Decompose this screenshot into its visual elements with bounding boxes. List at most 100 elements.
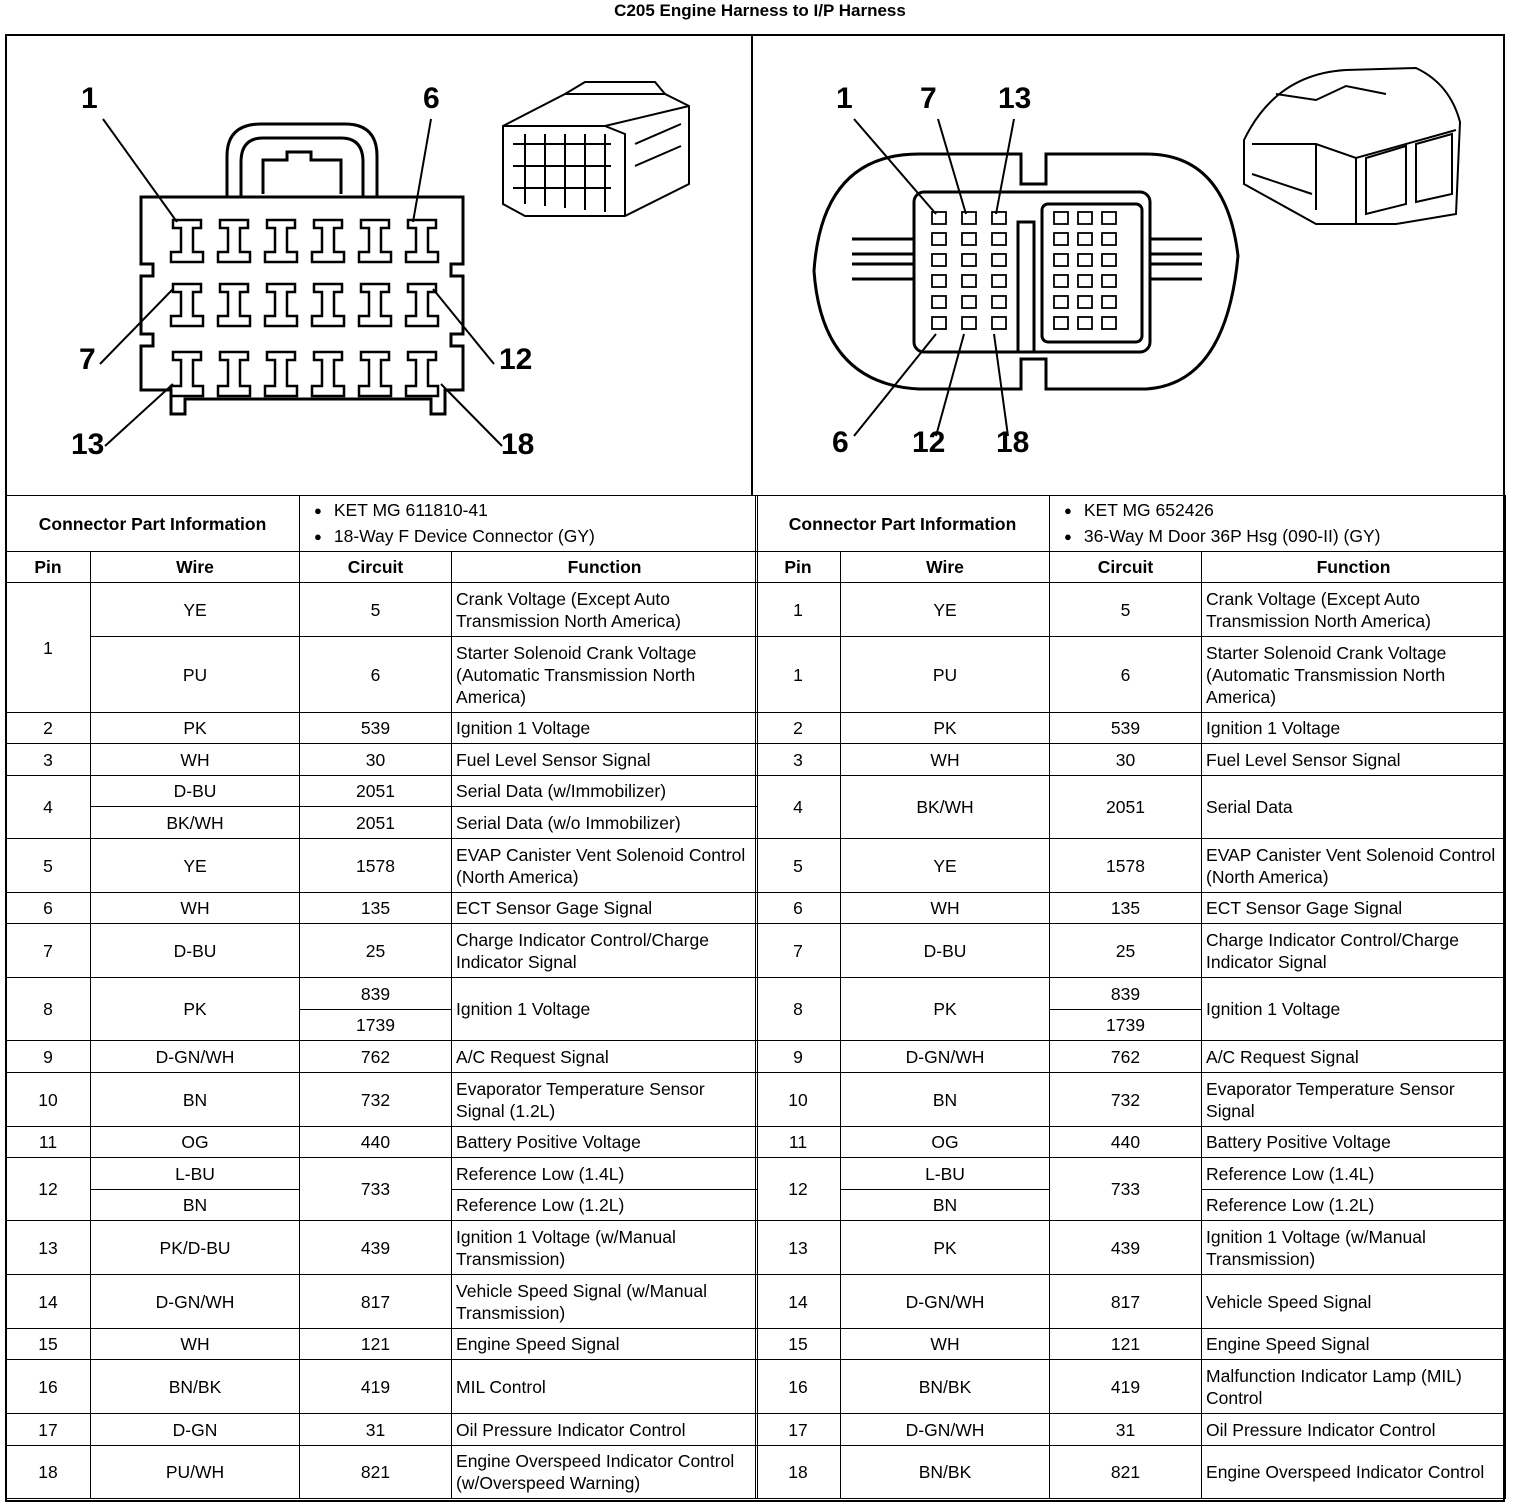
terminal-cavity bbox=[1053, 211, 1069, 225]
right-terminal-grid bbox=[931, 211, 1117, 330]
terminal-cavity bbox=[991, 316, 1007, 330]
terminal-cavity bbox=[216, 282, 252, 328]
function-cell: Malfunction Indicator Lamp (MIL) Control bbox=[1201, 1359, 1507, 1414]
circuit-cell: 439 bbox=[1049, 1220, 1203, 1275]
connector-part-info-label: Connector Part Information bbox=[754, 495, 1051, 552]
function-cell: Reference Low (1.2L) bbox=[1201, 1189, 1507, 1221]
circuit-cell: 419 bbox=[299, 1359, 453, 1414]
terminal-cavity bbox=[961, 211, 977, 225]
left-label-pin-7: 7 bbox=[79, 343, 96, 376]
pin-cell: 14 bbox=[5, 1274, 91, 1329]
wire-cell: BN bbox=[839, 1189, 1051, 1221]
table-row: 12 L-BU 733 Reference Low (1.4L) bbox=[5, 1157, 759, 1221]
terminal-cavity bbox=[169, 350, 205, 398]
wire-cell: WH bbox=[839, 1328, 1051, 1360]
function-cell: Engine Speed Signal bbox=[1201, 1328, 1507, 1360]
pin-cell: 14 bbox=[755, 1274, 841, 1329]
pin-cell: 15 bbox=[755, 1328, 841, 1360]
table-row: 7 D-BU 25 Charge Indicator Control/Charg… bbox=[5, 923, 759, 978]
function-cell: Fuel Level Sensor Signal bbox=[451, 743, 759, 776]
terminal-cavity bbox=[961, 232, 977, 246]
terminal-cavity bbox=[1077, 253, 1093, 267]
terminal-cavity bbox=[263, 218, 299, 264]
table-row: 5 YE 1578 EVAP Canister Vent Solenoid Co… bbox=[5, 838, 759, 893]
wire-cell: BN bbox=[89, 1189, 301, 1221]
circuit-cell: 821 bbox=[1049, 1445, 1203, 1499]
wire-cell: D-GN/WH bbox=[89, 1040, 301, 1073]
left-terminal-grid bbox=[169, 218, 440, 398]
figure-divider bbox=[751, 34, 753, 495]
terminal-cavity bbox=[1053, 253, 1069, 267]
terminal-cavity bbox=[1077, 211, 1093, 225]
function-cell: Serial Data bbox=[1201, 775, 1507, 839]
wire-cell: BN/BK bbox=[839, 1445, 1051, 1499]
terminal-cavity bbox=[357, 350, 393, 398]
table-row: 16 BN/BK 419 MIL Control bbox=[5, 1359, 759, 1414]
circuit-cell: 732 bbox=[1049, 1072, 1203, 1127]
terminal-cavity bbox=[931, 295, 947, 309]
terminal-cavity bbox=[404, 350, 440, 398]
circuit-cell: 839 bbox=[299, 977, 453, 1010]
function-cell: Serial Data (w/o Immobilizer) bbox=[451, 806, 759, 839]
pin-cell: 17 bbox=[755, 1413, 841, 1446]
header-pin: Pin bbox=[5, 551, 91, 583]
function-cell: Engine Overspeed Indicator Control (w/Ov… bbox=[451, 1445, 759, 1499]
left-connector-diagram: 1 6 7 12 13 18 bbox=[71, 81, 690, 461]
page-title: C205 Engine Harness to I/P Harness bbox=[614, 1, 906, 20]
function-cell: EVAP Canister Vent Solenoid Control (Nor… bbox=[451, 838, 759, 893]
left-label-pin-18: 18 bbox=[501, 428, 534, 461]
left-label-pin-13: 13 bbox=[71, 428, 104, 461]
header-pin: Pin bbox=[755, 551, 841, 583]
wire-cell: L-BU bbox=[839, 1157, 1051, 1190]
right-connector-iso-icon bbox=[1243, 66, 1462, 225]
wire-cell: D-GN/WH bbox=[839, 1274, 1051, 1329]
function-cell: Engine Overspeed Indicator Control bbox=[1201, 1445, 1507, 1499]
terminal-cavity bbox=[991, 253, 1007, 267]
right-label-pin-13: 13 bbox=[998, 82, 1031, 115]
function-cell: Engine Speed Signal bbox=[451, 1328, 759, 1360]
wire-cell: WH bbox=[89, 892, 301, 924]
wire-cell: WH bbox=[89, 743, 301, 776]
terminal-cavity bbox=[931, 232, 947, 246]
table-row: 8 PK 839 Ignition 1 Voltage bbox=[755, 977, 1507, 1041]
terminal-cavity bbox=[310, 218, 346, 264]
circuit-cell: 1739 bbox=[1049, 1009, 1203, 1041]
table-row: 6 WH 135 ECT Sensor Gage Signal bbox=[5, 892, 759, 924]
function-cell: A/C Request Signal bbox=[451, 1040, 759, 1073]
left-connector-iso-icon bbox=[502, 81, 690, 217]
pin-cell: 16 bbox=[755, 1359, 841, 1414]
table-row: 8 PK 839 Ignition 1 Voltage bbox=[5, 977, 759, 1041]
pin-cell: 3 bbox=[755, 743, 841, 776]
terminal-cavity bbox=[1101, 232, 1117, 246]
terminal-cavity bbox=[931, 316, 947, 330]
function-cell: Ignition 1 Voltage (w/Manual Transmissio… bbox=[451, 1220, 759, 1275]
table-row: 17 D-GN 31 Oil Pressure Indicator Contro… bbox=[5, 1413, 759, 1446]
circuit-cell: 135 bbox=[299, 892, 453, 924]
terminal-cavity bbox=[404, 218, 440, 264]
function-cell: Ignition 1 Voltage bbox=[1201, 977, 1507, 1041]
wire-cell: PU/WH bbox=[89, 1445, 301, 1499]
left-label-pin-6: 6 bbox=[423, 82, 440, 115]
wire-cell: L-BU bbox=[89, 1157, 301, 1190]
terminal-cavity bbox=[1101, 295, 1117, 309]
circuit-cell: 733 bbox=[1049, 1157, 1203, 1221]
right-label-pin-18: 18 bbox=[996, 426, 1029, 459]
terminal-cavity bbox=[1053, 274, 1069, 288]
terminal-cavity bbox=[310, 350, 346, 398]
circuit-cell: 25 bbox=[1049, 923, 1203, 978]
circuit-cell: 817 bbox=[1049, 1274, 1203, 1329]
table-row: 12 L-BU 733 Reference Low (1.4L) bbox=[755, 1157, 1507, 1221]
table-row: 10 BN 732 Evaporator Temperature Sensor … bbox=[5, 1072, 759, 1127]
wire-cell: YE bbox=[89, 838, 301, 893]
terminal-cavity bbox=[1101, 253, 1117, 267]
terminal-cavity bbox=[991, 232, 1007, 246]
right-label-pin-12: 12 bbox=[912, 426, 945, 459]
table-row: 7 D-BU 25 Charge Indicator Control/Charg… bbox=[755, 923, 1507, 978]
table-row: 18 BN/BK 821 Engine Overspeed Indicator … bbox=[755, 1445, 1507, 1499]
circuit-cell: 135 bbox=[1049, 892, 1203, 924]
terminal-cavity bbox=[216, 218, 252, 264]
circuit-cell: 31 bbox=[1049, 1413, 1203, 1446]
table-row: 14 D-GN/WH 817 Vehicle Speed Signal bbox=[755, 1274, 1507, 1329]
function-cell: ECT Sensor Gage Signal bbox=[451, 892, 759, 924]
terminal-cavity bbox=[961, 295, 977, 309]
